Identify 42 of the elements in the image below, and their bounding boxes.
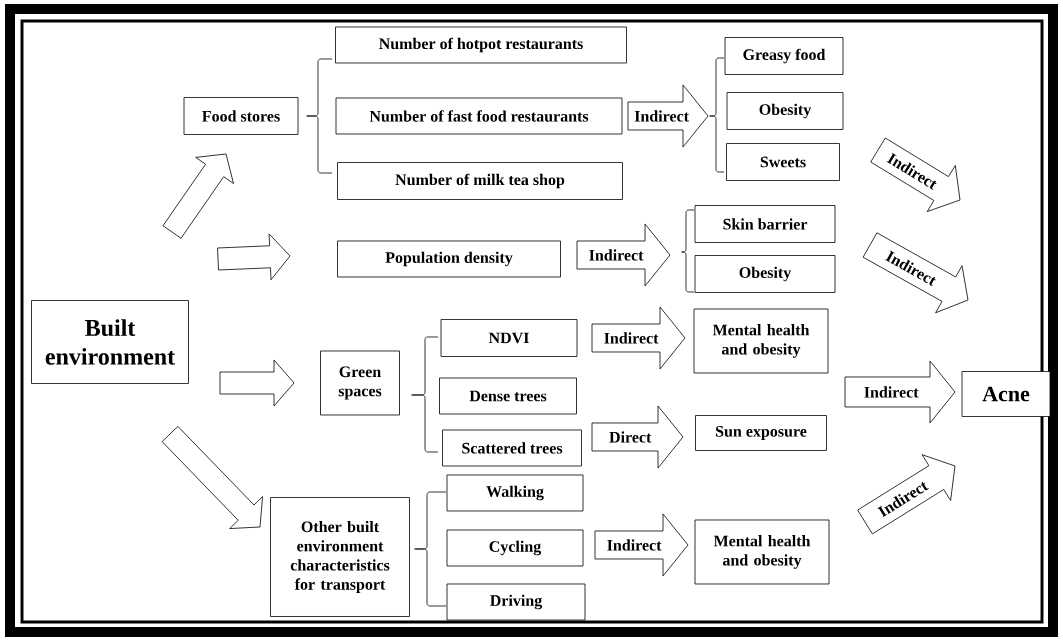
text-box: Obesity [726, 92, 844, 130]
block-arrow [591, 405, 684, 469]
text-box: Greasy food [724, 37, 844, 75]
text-box: Sun exposure [695, 415, 827, 451]
block-arrow [627, 84, 709, 148]
edge-label: Direct [609, 431, 652, 443]
block-arrow [162, 153, 234, 239]
text-box: NDVI [440, 319, 578, 357]
text-box: Skin barrier [694, 205, 836, 243]
block-arrow [862, 232, 969, 314]
text-box: Built environment [31, 300, 189, 384]
text-box: Sweets [726, 143, 840, 181]
edge-label: Indirect [589, 249, 644, 261]
edge-label: Indirect [864, 386, 919, 398]
block-arrow [219, 359, 295, 407]
text-box: Scattered trees [442, 429, 582, 467]
text-box: Green spaces [320, 350, 400, 416]
text-box: Cycling [446, 529, 584, 567]
text-box: Other built environment characteristics for transport [270, 497, 410, 617]
block-arrow [591, 306, 686, 370]
text-box: Mental health and obesity [693, 308, 829, 374]
text-box: Acne [961, 371, 1051, 417]
text-box: Food stores [183, 97, 299, 135]
text-box: Walking [446, 474, 584, 512]
block-arrow [844, 360, 956, 424]
text-box: Driving [446, 583, 586, 621]
block-arrow [576, 223, 671, 287]
edge-label: Indirect [604, 332, 659, 344]
block-arrow [217, 233, 291, 281]
block-arrow [857, 454, 956, 535]
text-box: Number of milk tea shop [337, 162, 623, 200]
edge-label: Indirect [607, 539, 662, 551]
text-box: Dense trees [439, 377, 577, 415]
text-box: Number of fast food restaurants [335, 97, 623, 135]
text-box: Population density [337, 240, 561, 278]
text-box: Mental health and obesity [694, 519, 830, 585]
block-arrow [870, 137, 961, 212]
text-box: Obesity [694, 255, 836, 293]
block-arrow [594, 513, 689, 577]
edge-label: Indirect [634, 110, 689, 122]
block-arrow [161, 426, 263, 529]
text-box: Number of hotpot restaurants [335, 26, 627, 64]
